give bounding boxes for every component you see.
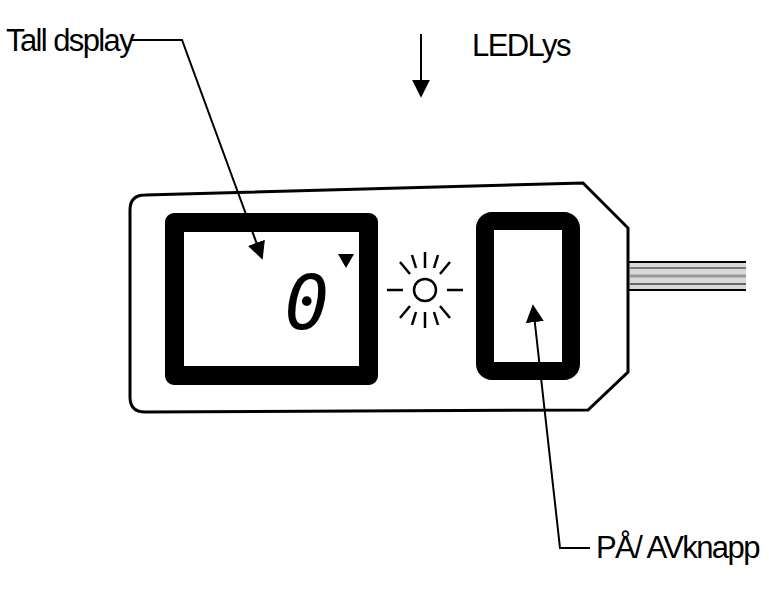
power-button bbox=[485, 221, 571, 371]
part-label: LEDLys bbox=[472, 30, 570, 61]
number-display: 0 bbox=[165, 213, 378, 385]
leader-line bbox=[533, 306, 590, 548]
device-housing bbox=[130, 183, 628, 412]
part-label: PÅ/ AVknapp bbox=[596, 532, 759, 563]
display-digit: 0 bbox=[184, 266, 359, 340]
part-label: Tall dsplay bbox=[6, 25, 133, 56]
leader-line bbox=[420, 34, 422, 96]
cable bbox=[628, 262, 746, 290]
led-light bbox=[387, 252, 463, 328]
indicator-triangle bbox=[338, 254, 354, 268]
